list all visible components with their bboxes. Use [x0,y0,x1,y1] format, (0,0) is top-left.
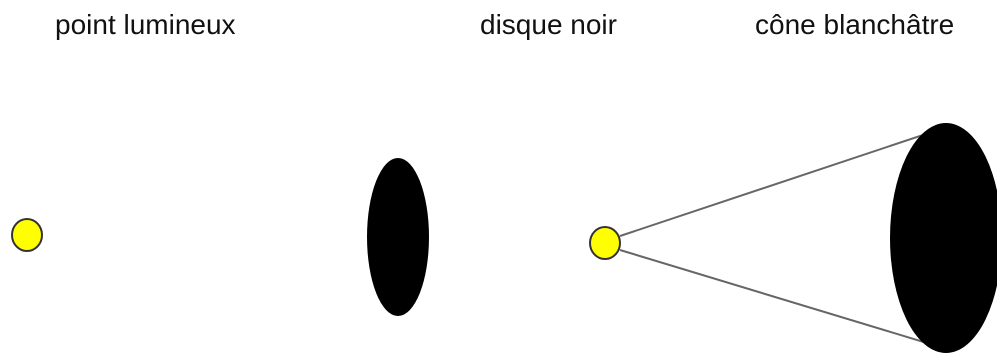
cone-edge-top [619,125,951,237]
light-point-cone-apex [589,226,621,260]
label-point-lumineux: point lumineux [55,9,236,40]
label-disque-noir: disque noir [480,9,617,40]
light-point-left [11,218,43,252]
label-cone-blanchatre: cône blanchâtre [755,9,955,40]
cone-base-disk [890,123,997,353]
black-disk [367,158,429,316]
cone-edge-bottom [619,249,951,351]
